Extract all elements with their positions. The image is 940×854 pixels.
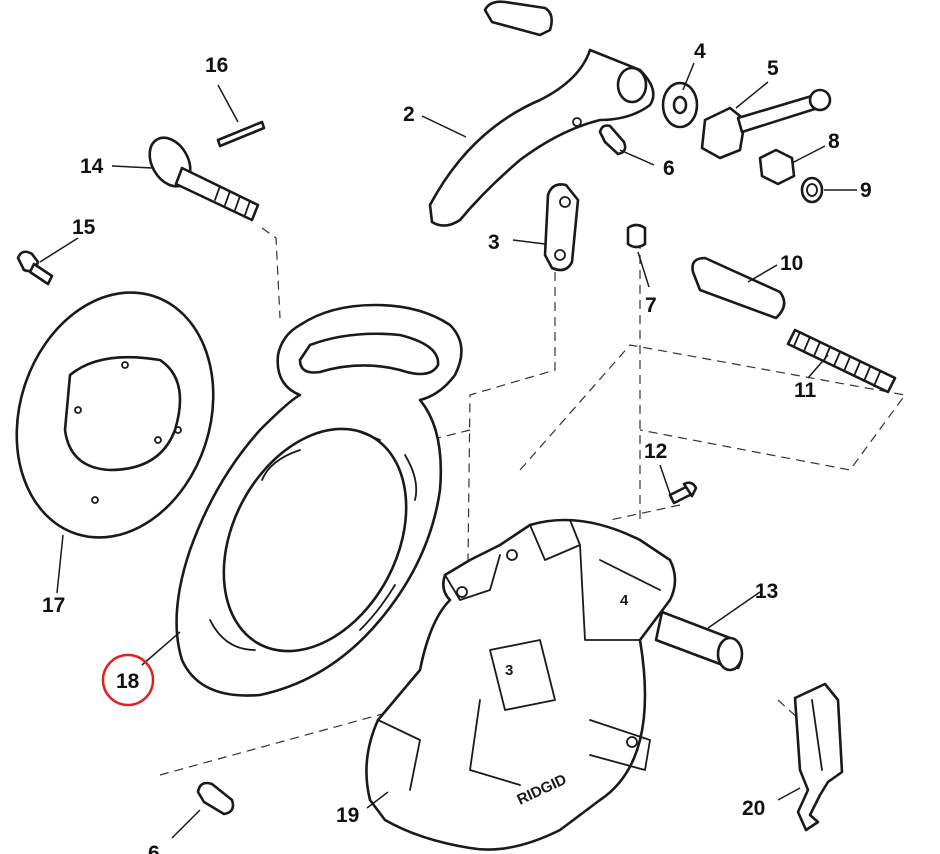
part-4-washer [661, 81, 699, 129]
callout-6-upper: 6 [663, 157, 675, 180]
callout-2: 2 [403, 103, 415, 126]
callout-10: 10 [780, 252, 803, 275]
callout-4: 4 [694, 40, 706, 63]
callout-3: 3 [488, 231, 500, 254]
callout-9: 9 [860, 179, 872, 202]
callout-16: 16 [205, 54, 228, 77]
part-19-housing: 3 4 RIDGID [365, 518, 677, 851]
part-6-sleeve-upper [598, 124, 627, 156]
callout-6-lower: 6 [148, 842, 160, 854]
part-12-screw [668, 481, 698, 505]
assembly-guide-lines [159, 227, 907, 776]
part-15-screw [16, 250, 54, 286]
part-16-pin [216, 120, 266, 148]
part-11-spring [786, 328, 897, 394]
stamp-cam-4: 4 [620, 592, 629, 609]
leader-lines [39, 62, 857, 839]
callout-7: 7 [645, 294, 657, 317]
callout-18: 18 [116, 670, 140, 693]
part-14-bolt [148, 136, 260, 222]
callout-19: 19 [336, 804, 359, 827]
callout-13: 13 [755, 580, 778, 603]
callout-11: 11 [794, 379, 817, 402]
callout-8: 8 [828, 130, 840, 153]
stamp-cam-3: 3 [505, 662, 513, 679]
callout-20: 20 [742, 797, 765, 820]
part-20-latch [793, 682, 844, 832]
part-9-oring [800, 176, 824, 204]
highlight-circle [101, 653, 155, 707]
callout-labels: 2 3 4 5 6 7 8 9 10 11 12 13 14 15 16 17 … [42, 40, 872, 854]
callout-15: 15 [72, 216, 96, 239]
callout-12: 12 [644, 440, 667, 463]
part-18-ring [175, 303, 463, 697]
part-7-plug [626, 223, 647, 249]
part-3-link [543, 183, 580, 272]
callout-14: 14 [80, 155, 104, 178]
callout-17: 17 [42, 594, 65, 617]
part-8-nut [758, 148, 796, 186]
part-13-shaft [654, 610, 744, 672]
part-6-sleeve-lower [196, 781, 235, 816]
part-10-pin [691, 256, 786, 320]
callout-5: 5 [767, 57, 779, 80]
part-5-lever [700, 88, 832, 160]
part-2-handle-arm [428, 0, 655, 227]
part-17-plate [15, 291, 215, 539]
